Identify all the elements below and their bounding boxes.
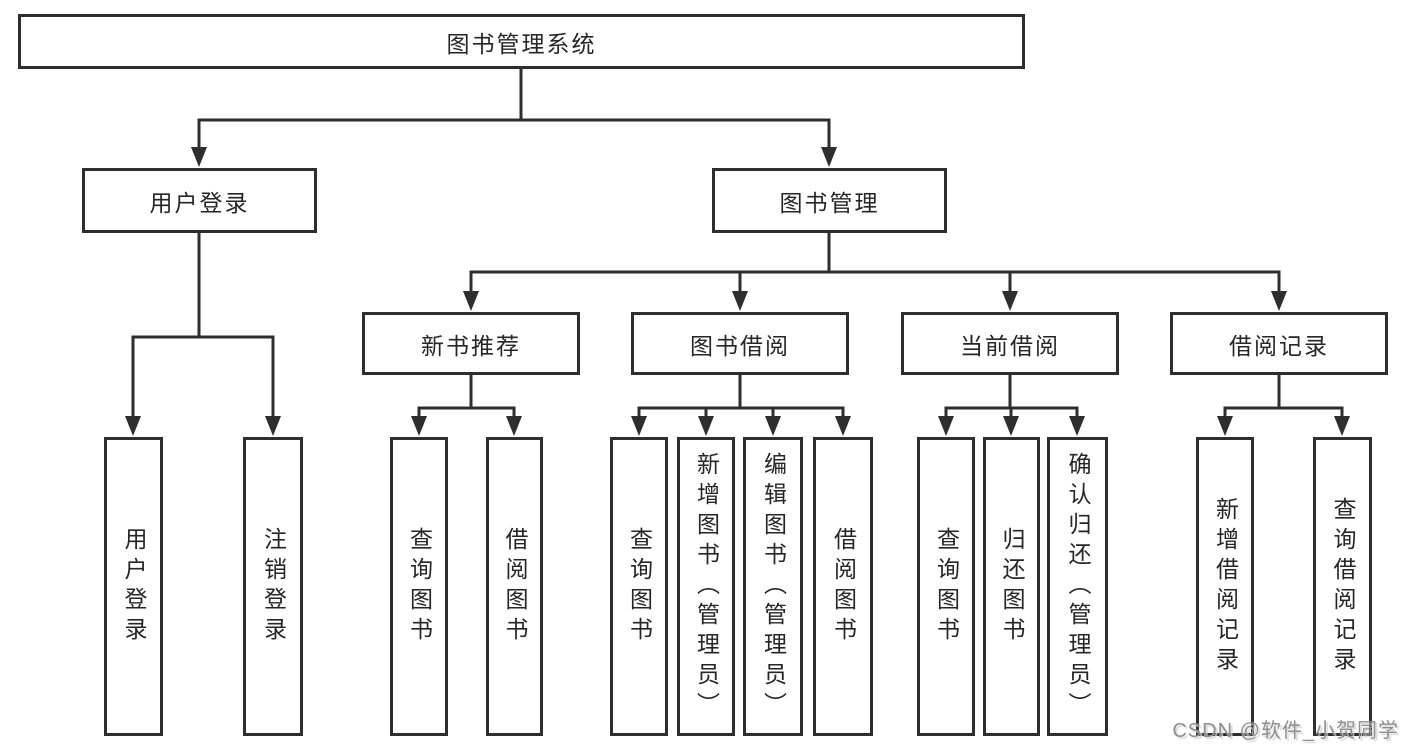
arrowhead-icon [506,416,522,436]
node-label: 新增借阅记录 [1212,496,1239,677]
node-leaf-borrow-book-1: 借阅图书 [486,437,543,736]
node-leaf-query-book-3: 查询图书 [917,437,975,736]
watermark: CSDN @软件_小贺同学 [1172,720,1399,742]
node-label: 新增图书（管理员） [693,451,720,722]
arrowhead-icon [821,147,837,167]
arrowhead-icon [1003,416,1019,436]
node-label: 借阅图书 [830,526,857,647]
arrowhead-icon [1069,416,1085,436]
arrowhead-icon [265,416,281,436]
node-label: 查询借阅记录 [1330,496,1356,677]
node-leaf-query-book-1: 查询图书 [390,437,448,736]
node-leaf-add-book: 新增图书（管理员） [677,437,735,736]
node-label: 编辑图书（管理员） [760,451,787,722]
node-leaf-query-record: 查询借阅记录 [1313,437,1372,736]
node-label: 借阅记录 [1229,332,1329,359]
node-leaf-edit-book: 编辑图书（管理员） [743,437,803,736]
node-label: 归还图书 [999,526,1025,647]
node-borrow-record: 借阅记录 [1170,312,1388,375]
node-leaf-confirm-return: 确认归还（管理员） [1047,437,1108,736]
arrowhead-icon [411,416,427,436]
node-label: 借阅图书 [502,526,528,647]
arrowhead-icon [938,416,954,436]
node-user-login-group: 用户登录 [82,168,317,233]
node-label: 图书管理 [779,189,880,216]
arrowhead-icon [191,147,207,167]
node-root: 图书管理系统 [18,14,1025,69]
node-label: 图书借阅 [690,332,790,359]
arrowhead-icon [698,416,714,436]
node-leaf-logout: 注销登录 [243,437,303,736]
node-label: 查询图书 [406,526,433,647]
arrowhead-icon [1002,291,1018,311]
arrowhead-icon [1334,416,1350,436]
arrowhead-icon [732,291,748,311]
node-book-borrow: 图书借阅 [631,312,849,375]
node-label: 用户登录 [121,526,147,647]
node-leaf-query-book-2: 查询图书 [610,437,668,736]
arrowhead-icon [1217,416,1233,436]
node-leaf-borrow-book-2: 借阅图书 [813,437,873,736]
node-book-mgmt-group: 图书管理 [712,168,947,233]
node-leaf-return-book: 归还图书 [983,437,1040,736]
node-label: 注销登录 [260,526,287,647]
node-label: 查询图书 [626,526,653,647]
node-label: 图书管理系统 [446,30,597,57]
arrowhead-icon [835,416,851,436]
node-label: 用户登录 [149,189,250,216]
node-leaf-add-record: 新增借阅记录 [1196,437,1254,736]
node-label: 查询图书 [933,526,960,647]
arrowhead-icon [765,416,781,436]
node-new-book-rec: 新书推荐 [362,312,580,375]
node-label: 确认归还（管理员） [1065,451,1091,722]
node-label: 当前借阅 [960,332,1060,359]
node-label: 新书推荐 [421,332,521,359]
arrowhead-icon [463,291,479,311]
arrowhead-icon [1271,291,1287,311]
arrowhead-icon [631,416,647,436]
arrowhead-icon [125,416,141,436]
node-leaf-user-login: 用户登录 [104,437,163,736]
node-current-borrow: 当前借阅 [901,312,1119,375]
